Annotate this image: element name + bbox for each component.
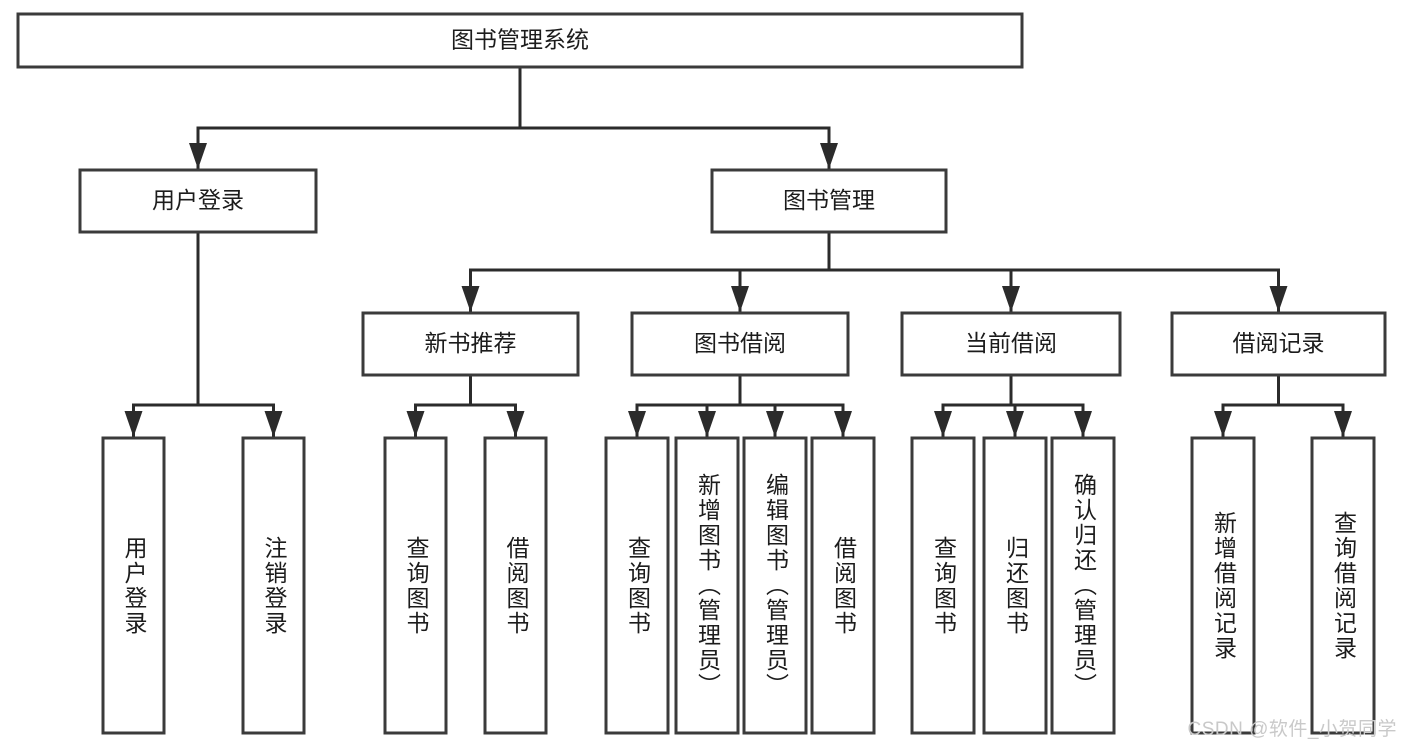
arrow-to-borrow-record [1269,286,1288,312]
arrow-to-leaf-query-books-borrow [628,411,646,437]
node-label-user-login: 用户登录 [152,187,244,213]
node-box-leaf-logout-login [241,436,306,735]
arrow-to-leaf-add-book-admin [698,411,716,437]
node-box-book-borrow [630,311,850,377]
node-label-root: 图书管理系统 [451,27,589,53]
boxes-layer [16,12,1387,735]
node-label-current-borrow: 当前借阅 [965,330,1057,356]
node-box-new-book-recommend [361,311,580,377]
arrow-to-leaf-query-books-current [934,411,952,437]
node-label-borrow-record: 借阅记录 [1233,330,1325,356]
node-box-leaf-query-books-borrow [604,436,670,735]
node-label-book-borrow: 图书借阅 [694,330,786,356]
node-box-leaf-query-borrow-record [1310,436,1376,735]
node-box-user-login [78,168,318,234]
connectors-layer [124,65,1352,437]
node-box-borrow-record [1170,311,1387,377]
node-box-leaf-add-borrow-record [1190,436,1256,735]
node-box-book-management [710,168,948,234]
arrow-to-book-borrow [731,286,749,312]
arrow-to-leaf-borrow-books-recommend [506,411,525,437]
node-label-new-book-recommend: 新书推荐 [425,330,517,356]
node-box-leaf-edit-book-admin [742,436,808,735]
arrow-to-leaf-query-books-recommend [406,411,425,437]
arrow-to-current-borrow [1002,286,1020,312]
arrow-to-leaf-borrow-book [834,411,852,437]
node-box-leaf-user-login [101,436,166,735]
arrow-to-leaf-user-login [124,411,143,437]
arrow-to-new-book-recommend [461,286,480,312]
arrow-to-leaf-confirm-return-admin [1074,411,1092,437]
node-box-leaf-return-book [982,436,1048,735]
node-box-leaf-borrow-book [810,436,876,735]
node-box-leaf-borrow-books-recommend [483,436,548,735]
node-box-leaf-query-books-current [910,436,976,735]
arrow-to-leaf-edit-book-admin [766,411,784,437]
watermark-text: CSDN @软件_小贺同学 [1187,719,1397,740]
arrow-to-leaf-query-borrow-record [1334,411,1352,437]
arrow-to-user-login [189,143,207,169]
node-box-current-borrow [900,311,1122,377]
node-label-book-management: 图书管理 [783,187,875,213]
node-box-leaf-add-book-admin [674,436,740,735]
node-box-leaf-query-books-recommend [383,436,448,735]
node-box-leaf-confirm-return-admin [1050,436,1116,735]
arrow-to-leaf-return-book [1006,411,1024,437]
arrow-to-leaf-add-borrow-record [1214,411,1232,437]
arrow-to-leaf-logout-login [264,411,283,437]
node-box-root [16,12,1024,69]
arrow-to-book-management [820,143,838,169]
